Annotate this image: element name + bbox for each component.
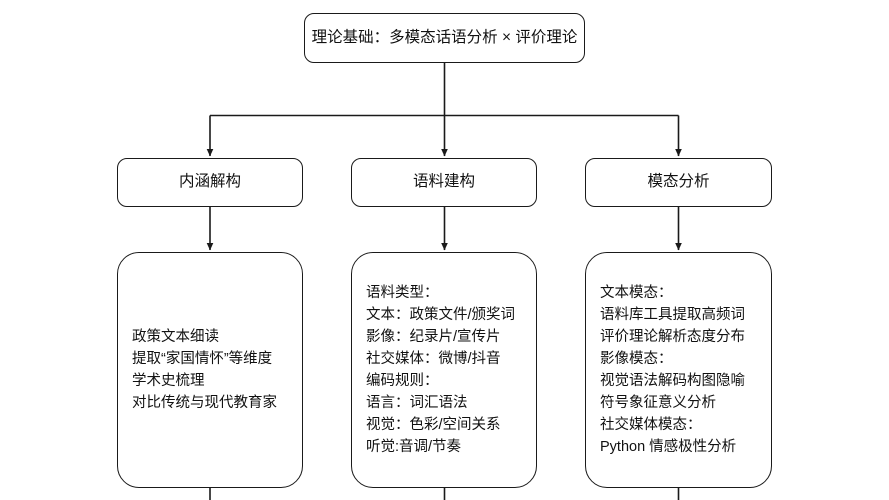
node-branch-modality-analysis-label: 模态分析 — [647, 173, 710, 191]
detail-line-2: 评价理论解析态度分布 — [600, 329, 745, 345]
detail-line-list: 政策文本细读提取“家国情怀”等维度学术史梳理对比传统与现代教育家 — [132, 326, 302, 414]
detail-line-2: 学术史梳理 — [132, 373, 205, 389]
node-detail-modality-analysis[interactable]: 文本模态： 语料库工具提取高频词评价理论解析态度分布影像模态： 视觉语法解码构图隐喻… — [585, 252, 772, 488]
detail-line-2: 影像：纪录片/宣传片 — [366, 329, 501, 345]
node-theoretical-basis[interactable]: 理论基础：多模态话语分析 × 评价理论 — [304, 13, 585, 63]
node-branch-modality-analysis[interactable]: 模态分析 — [585, 158, 772, 207]
node-theoretical-basis-label: 理论基础：多模态话语分析 × 评价理论 — [311, 28, 578, 46]
node-branch-corpus-construction[interactable]: 语料建构 — [351, 158, 537, 207]
detail-line-7: Python 情感极性分析 — [600, 439, 737, 455]
detail-line-0: 语料类型： — [366, 285, 439, 301]
detail-line-1: 语料库工具提取高频词 — [600, 307, 745, 323]
node-branch-corpus-construction-label: 语料建构 — [412, 173, 475, 191]
detail-line-5: 符号象征意义分析 — [600, 395, 716, 411]
detail-line-3: 影像模态： — [600, 351, 673, 367]
detail-line-6: 社交媒体模态： — [600, 417, 702, 433]
detail-line-1: 提取“家国情怀”等维度 — [132, 351, 273, 367]
node-branch-connotation-deconstruction-label: 内涵解构 — [178, 173, 241, 191]
detail-line-list: 文本模态： 语料库工具提取高频词评价理论解析态度分布影像模态： 视觉语法解码构图隐喻… — [600, 282, 771, 458]
detail-line-3: 社交媒体：微博/抖音 — [366, 351, 501, 367]
detail-line-7: 听觉:音调/节奏 — [366, 439, 462, 455]
detail-line-list: 语料类型： 文本：政策文件/颁奖词影像：纪录片/宣传片社交媒体：微博/抖音编码规则… — [366, 282, 536, 458]
detail-line-4: 视觉语法解码构图隐喻 — [600, 373, 745, 389]
detail-line-1: 文本：政策文件/颁奖词 — [366, 307, 516, 323]
detail-line-0: 文本模态： — [600, 285, 673, 301]
node-detail-corpus-construction[interactable]: 语料类型： 文本：政策文件/颁奖词影像：纪录片/宣传片社交媒体：微博/抖音编码规则… — [351, 252, 537, 488]
detail-line-5: 语言：词汇语法 — [366, 395, 468, 411]
detail-line-4: 编码规则： — [366, 373, 439, 389]
detail-line-0: 政策文本细读 — [132, 329, 219, 345]
node-detail-connotation-deconstruction[interactable]: 政策文本细读提取“家国情怀”等维度学术史梳理对比传统与现代教育家 — [117, 252, 303, 488]
detail-line-6: 视觉：色彩/空间关系 — [366, 417, 501, 433]
node-branch-connotation-deconstruction[interactable]: 内涵解构 — [117, 158, 303, 207]
detail-line-3: 对比传统与现代教育家 — [132, 395, 277, 411]
